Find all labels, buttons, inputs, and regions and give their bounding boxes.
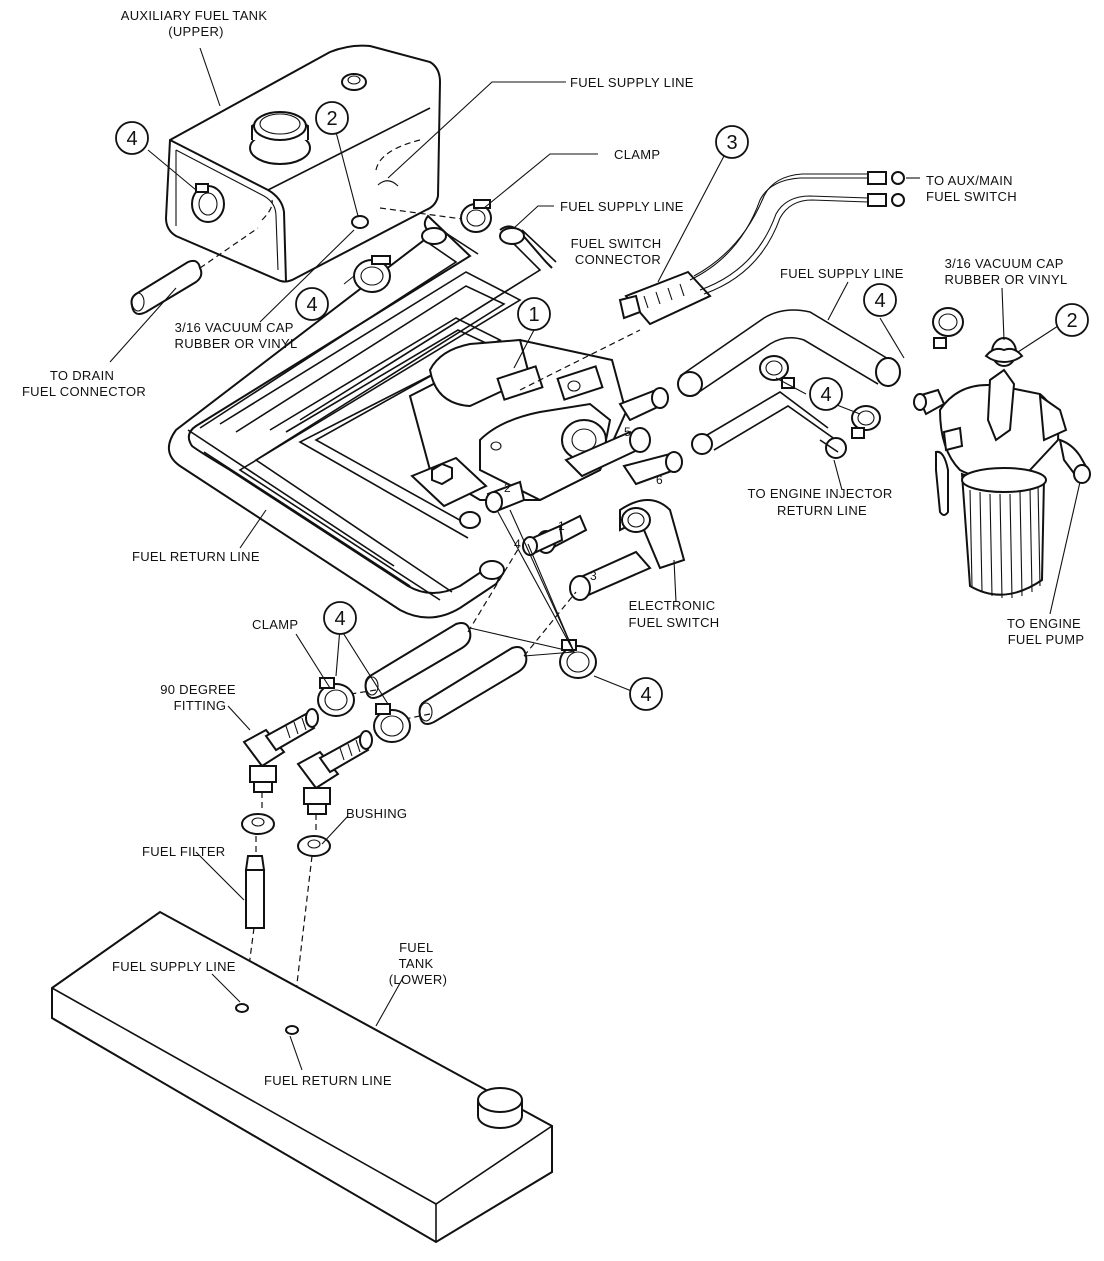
- label-vacuum-cap-left: 3/16 VACUUM CAP RUBBER OR VINYL: [175, 320, 298, 351]
- label-electronic-fuel-switch: ELECTRONIC FUEL SWITCH: [629, 598, 720, 630]
- label-clamp-bottom: CLAMP: [252, 617, 298, 632]
- port-number-5: 5: [624, 425, 631, 439]
- fuel-switch-connector: [618, 171, 905, 326]
- port-number-6: 6: [656, 473, 663, 487]
- label-to-engine-injector-return-line: TO ENGINE INJECTOR RETURN LINE: [748, 486, 897, 518]
- label-vacuum-cap-right: 3/16 VACUUM CAP RUBBER OR VINYL: [945, 256, 1068, 287]
- callout-4-injector-clamp: 4: [809, 377, 843, 411]
- bushing-right: [297, 835, 331, 857]
- label-fuel-return-line-left: FUEL RETURN LINE: [132, 549, 260, 564]
- svg-text:4: 4: [820, 384, 831, 406]
- port-number-2: 2: [504, 481, 511, 495]
- port-number-3: 3: [590, 569, 597, 583]
- callout-4-left-clamp: 4: [295, 287, 329, 321]
- fuel-return-line-loops: [168, 214, 557, 619]
- label-fuel-return-line-tank: FUEL RETURN LINE: [264, 1073, 392, 1088]
- label-auxiliary-fuel-tank: AUXILIARY FUEL TANK (UPPER): [121, 8, 272, 39]
- ninety-degree-fitting-right: [296, 730, 373, 830]
- label-fuel-filter: FUEL FILTER: [142, 844, 225, 859]
- electronic-fuel-switch: [408, 338, 686, 601]
- label-fuel-supply-line-tank: FUEL SUPPLY LINE: [112, 959, 236, 974]
- svg-text:4: 4: [874, 290, 885, 312]
- callout-2-aux-tank: 2: [315, 101, 349, 135]
- label-fuel-switch-connector: FUEL SWITCH CONNECTOR: [571, 236, 666, 267]
- clamp-bottom-left: [317, 677, 355, 717]
- svg-text:2: 2: [1066, 310, 1077, 332]
- clamp-upper-right: [460, 199, 492, 233]
- clamp-right-mid: [759, 355, 795, 389]
- clamp-bottom-right: [559, 639, 597, 679]
- right-fuel-supply-line: [677, 309, 901, 459]
- svg-text:3: 3: [726, 132, 737, 154]
- label-fuel-supply-line-mid: FUEL SUPPLY LINE: [560, 199, 684, 214]
- label-clamp-top: CLAMP: [614, 147, 660, 162]
- label-90-degree-fitting: 90 DEGREE FITTING: [160, 682, 240, 713]
- svg-text:4: 4: [306, 294, 317, 316]
- svg-text:1: 1: [528, 304, 539, 326]
- connector-leader: [519, 329, 641, 391]
- callout-4-aux-tank: 4: [115, 121, 149, 155]
- clamp-bottom-mid: [373, 703, 411, 743]
- fuel-tank-lower: [51, 910, 553, 1244]
- clamp-right-upper: [932, 307, 964, 349]
- callout-3-connector: 3: [715, 125, 749, 159]
- port-number-1: 1: [558, 519, 565, 533]
- callout-2-filter: 2: [1055, 303, 1089, 337]
- bushing-left: [241, 813, 275, 835]
- svg-text:4: 4: [126, 128, 137, 150]
- svg-text:4: 4: [640, 684, 651, 706]
- callout-1-switch: 1: [517, 297, 551, 331]
- svg-text:4: 4: [334, 608, 345, 630]
- callout-4-right-clamp: 4: [863, 283, 897, 317]
- drain-hose: [130, 227, 259, 315]
- clamp-upper-left: [353, 255, 391, 293]
- label-to-engine-fuel-pump: TO ENGINE FUEL PUMP: [1007, 616, 1085, 647]
- label-bushing: BUSHING: [346, 806, 407, 821]
- svg-text:2: 2: [326, 108, 337, 130]
- clamp-injector: [851, 405, 881, 439]
- label-fuel-supply-line-top: FUEL SUPPLY LINE: [570, 75, 694, 90]
- label-to-aux-main-fuel-switch: TO AUX/MAIN FUEL SWITCH: [926, 173, 1017, 204]
- ninety-degree-fitting-left: [242, 708, 319, 812]
- auxiliary-fuel-tank: [164, 44, 471, 283]
- fuel-filter-assembly: [913, 337, 1091, 599]
- callout-4-bottom-right: 4: [629, 677, 663, 711]
- label-fuel-tank-lower: FUEL TANK (LOWER): [389, 940, 447, 987]
- label-to-drain-fuel-connector: TO DRAIN FUEL CONNECTOR: [22, 368, 146, 399]
- label-fuel-supply-line-right: FUEL SUPPLY LINE: [780, 266, 904, 281]
- callout-4-bottom-clamps: 4: [323, 601, 357, 635]
- port-number-4: 4: [514, 537, 521, 551]
